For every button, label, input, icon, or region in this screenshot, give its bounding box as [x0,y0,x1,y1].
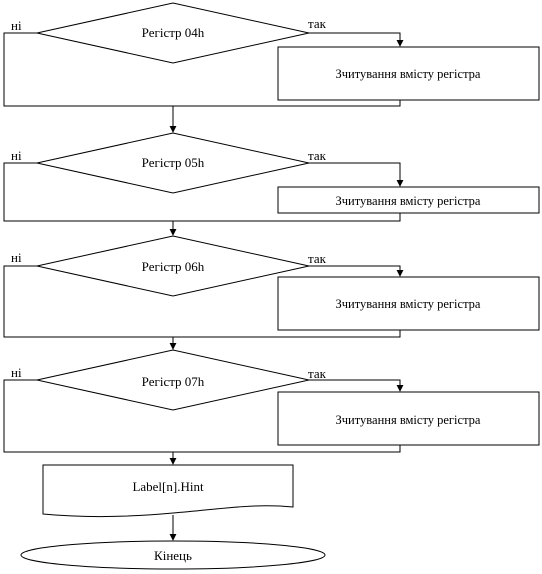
process-label: Зчитування вмісту регістра [336,67,481,81]
process-box [277,276,540,331]
decision-block-3: Регістр 06h ні так Зчитування вмісту рег… [3,235,540,338]
process-label: Зчитування вмісту регістра [336,413,481,427]
yes-connector [309,379,404,392]
branch-yes-label: так [308,251,327,266]
yes-connector [309,32,404,47]
decision-block-1: Регістр 04h ні так Зчитування вмісту рег… [3,2,540,107]
terminator-ellipse [20,540,326,570]
process-box [277,186,540,214]
process-box [277,391,540,446]
branch-yes-label: так [308,148,327,163]
process-label: Зчитування вмісту регістра [336,297,481,311]
no-connector [3,265,401,338]
end-block: Кінець [20,540,326,570]
process-box [277,46,540,101]
branch-no-label: ні [11,365,22,380]
no-connector [3,162,401,222]
decision-condition: Регістр 06h [142,259,205,274]
branch-no-label: ні [11,148,22,163]
no-connector [3,379,401,453]
decision-block-2: Регістр 05h ні так Зчитування вмісту рег… [3,132,540,222]
decision-condition: Регістр 07h [142,374,205,389]
branch-no-label: ні [11,250,22,265]
document-shape [42,464,294,518]
end-label: Кінець [154,548,192,563]
yes-connector [309,265,404,277]
output-label: Label[n].Hint [132,479,204,494]
decision-block-4: Регістр 07h ні так Зчитування вмісту рег… [3,349,540,453]
decision-condition: Регістр 05h [142,155,205,170]
process-label: Зчитування вмісту регістра [336,194,481,208]
branch-yes-label: так [308,16,327,31]
yes-connector [309,162,404,187]
branch-yes-label: так [308,366,327,381]
no-connector [3,32,401,107]
branch-no-label: ні [11,18,22,33]
output-block: Label[n].Hint [42,464,294,518]
decision-condition: Регістр 04h [142,25,205,40]
